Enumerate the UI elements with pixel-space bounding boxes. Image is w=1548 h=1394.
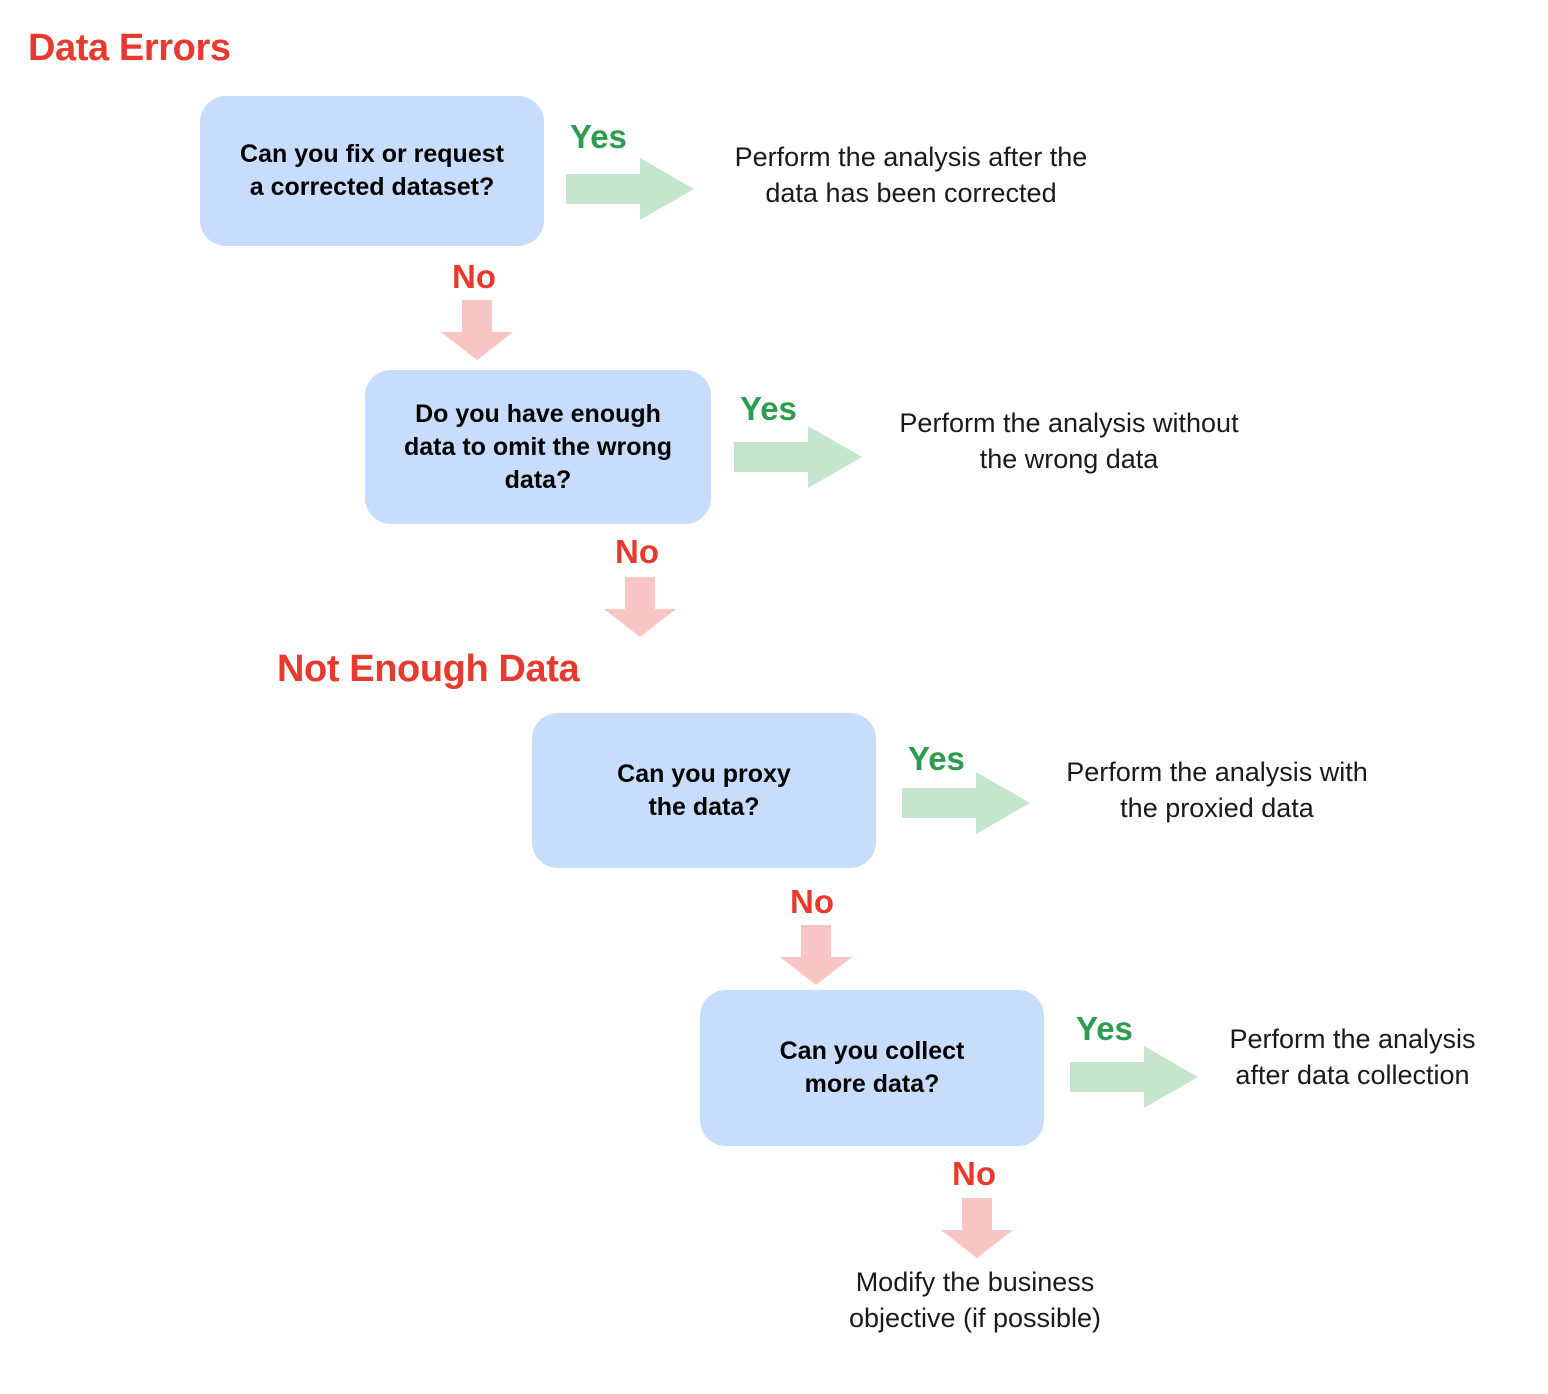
decision-box-collect-data-label: Can you collect more data? [779,1037,965,1098]
branch-label-yes-proxy-data: Yes [908,740,965,777]
arrow-right-icon-proxy-data-yes [902,772,1030,834]
decision-box-omit-data[interactable]: Do you have enough data to omit the wron… [365,370,711,524]
outcome-text-modify-objective: Modify the business objective (if possib… [848,1267,1102,1333]
arrow-right-icon-collect-data-yes [1070,1046,1198,1108]
branch-label-yes-fix-dataset: Yes [570,118,627,155]
arrow-right-icon-fix-dataset-yes [566,158,694,220]
section-title-not-enough-data: Not Enough Data [277,648,580,690]
branch-label-no-proxy-data: No [790,883,834,920]
arrow-right-icon-omit-data-yes [734,426,862,488]
branch-label-no-collect-data: No [952,1155,996,1192]
arrow-down-icon-fix-dataset-no [441,300,513,360]
branch-label-yes-collect-data: Yes [1076,1010,1133,1047]
decision-box-collect-data[interactable]: Can you collect more data? [700,990,1044,1146]
arrow-down-icon-omit-data-no [604,577,676,637]
outcome-text-without-wrong-data: Perform the analysis without the wrong d… [899,408,1239,474]
section-title-data-errors: Data Errors [28,27,231,69]
arrow-down-icon-collect-data-no [941,1198,1013,1258]
decision-box-omit-data-label: Do you have enough data to omit the wron… [403,399,673,494]
branch-label-no-fix-dataset: No [452,258,496,295]
outcome-text-proxied-data: Perform the analysis with the proxied da… [1066,757,1368,823]
outcome-text-after-data-collection: Perform the analysis after data collecti… [1229,1024,1476,1090]
decision-box-fix-dataset-label: Can you fix or request a corrected datas… [240,140,504,201]
outcome-text-corrected: Perform the analysis after the data has … [734,142,1088,208]
branch-label-yes-omit-data: Yes [740,390,797,427]
decision-box-proxy-data[interactable]: Can you proxy the data? [532,713,876,868]
arrow-down-icon-proxy-data-no [780,925,852,985]
branch-label-no-omit-data: No [615,533,659,570]
decision-box-proxy-data-label: Can you proxy the data? [617,759,791,821]
decision-box-fix-dataset[interactable]: Can you fix or request a corrected datas… [200,96,544,246]
